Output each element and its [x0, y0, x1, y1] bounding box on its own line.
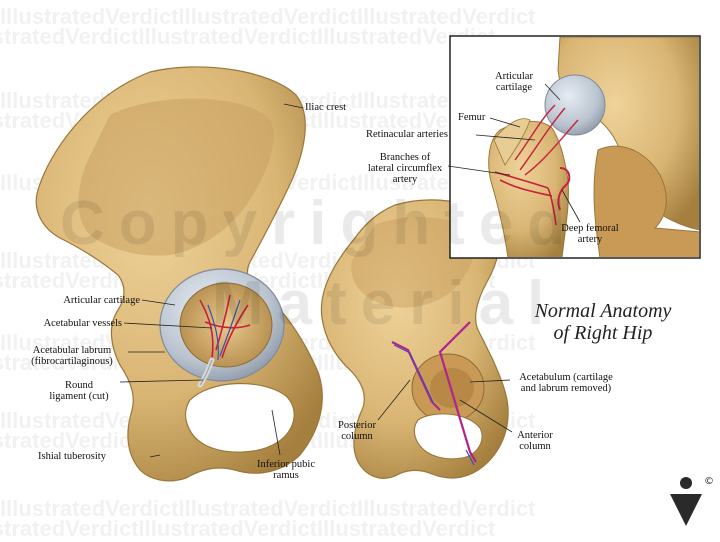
logo-mark-icon — [670, 477, 702, 526]
label-line: Acetabular labrum — [32, 345, 112, 356]
title-line: Normal Anatomy — [534, 300, 672, 322]
label-line: Deep femoral — [561, 223, 619, 234]
label-line: artery — [392, 174, 418, 185]
label-inferior-pubic-ramus: Inferior pubic ramus — [248, 459, 324, 481]
label-anterior-column: Anterior column — [508, 430, 562, 452]
label-deep-femoral-artery: Deep femoral artery — [552, 223, 628, 245]
copyright-symbol: © — [704, 476, 714, 487]
label-line: Branches of — [379, 152, 431, 163]
label-acetabular-vessels: Acetabular vessels — [43, 318, 122, 329]
label-round-ligament: Round ligament (cut) — [40, 380, 118, 402]
title-line: of Right Hip — [553, 322, 653, 344]
label-line: and labrum removed) — [520, 383, 612, 394]
illustrated-verdict-logo: © — [666, 474, 714, 530]
label-retinacular-arteries: Retinacular arteries — [366, 129, 448, 140]
label-line: column — [341, 431, 373, 442]
leader-lines — [119, 83, 581, 458]
label-line: Acetabulum (cartilage — [519, 372, 613, 383]
label-acetabulum: Acetabulum (cartilage and labrum removed… — [508, 372, 624, 394]
right-hip-bone — [320, 199, 509, 479]
label-line: cartilage — [495, 82, 533, 93]
label-posterior-column: Posterior column — [330, 420, 384, 442]
label-line: Posterior — [338, 420, 376, 431]
label-line: lateral circumflex — [367, 163, 443, 174]
label-iliac-crest: Iliac crest — [305, 102, 347, 113]
watermark-row: IllustratedVerdictIllustratedVerdictIllu… — [0, 516, 496, 541]
label-ishial-tuberosity: Ishial tuberosity — [38, 451, 106, 462]
watermark-row: IllustratedVerdictIllustratedVerdictIllu… — [0, 4, 536, 29]
label-acetabular-labrum: Acetabular labrum (fibrocartilaginous) — [18, 345, 126, 367]
label-femur: Femur — [458, 112, 486, 123]
copyright-watermark-line2: Material — [212, 269, 559, 338]
label-inset-articular-cartilage: Articular cartilage — [486, 71, 542, 93]
label-line: column — [519, 441, 551, 452]
label-articular-cartilage: Articular cartilage — [63, 295, 140, 306]
label-branches-lateral-circumflex: Branches of lateral circumflex artery — [362, 152, 448, 185]
watermark-row: IllustratedVerdictIllustratedVerdictIllu… — [0, 24, 496, 49]
diagram-title: Normal Anatomy of Right Hip — [508, 300, 698, 344]
femur-inset — [449, 35, 701, 259]
label-line: ramus — [273, 470, 299, 481]
label-line: ligament (cut) — [49, 391, 109, 402]
label-line: Round — [64, 380, 93, 391]
label-line: Inferior pubic — [256, 459, 316, 470]
label-line: artery — [577, 234, 603, 245]
watermark-row: IllustratedVerdictIllustratedVerdictIllu… — [0, 496, 536, 521]
copyright-watermark-line1: Copyrighted — [60, 189, 580, 258]
label-line: Anterior — [517, 430, 553, 441]
label-line: Articular — [495, 71, 533, 82]
left-hip-bone — [35, 66, 323, 482]
label-line: (fibrocartilaginous) — [31, 356, 113, 367]
